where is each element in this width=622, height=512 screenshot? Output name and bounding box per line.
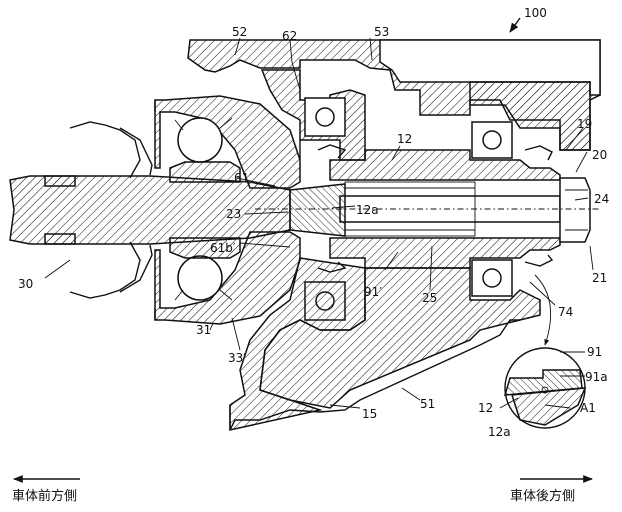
label-31: 31 <box>196 323 211 337</box>
label-33-prime: 33′ <box>228 351 246 365</box>
label-19: 19 <box>577 117 592 131</box>
seal-upper-right <box>524 145 553 161</box>
hub-shaft-12-lower <box>329 237 561 269</box>
label-61b-prime: 61b′ <box>210 241 236 255</box>
boot <box>69 121 153 179</box>
leader-lines <box>44 37 594 409</box>
knuckle-lower-body <box>259 267 541 409</box>
ball-lower <box>174 255 233 301</box>
bearing-lower-right <box>471 259 513 297</box>
label-20: 20 <box>592 148 607 162</box>
label-25: 25 <box>422 291 437 305</box>
label-12-detail: 12 <box>478 401 493 415</box>
label-30: 30 <box>18 277 33 291</box>
stub-shaft-23 <box>289 183 346 237</box>
bearing-upper-right <box>471 121 513 159</box>
label-51: 51 <box>420 397 435 411</box>
housing-block-right <box>469 81 591 151</box>
label-12a: 12a <box>356 203 379 217</box>
boot-clamp-upper <box>44 175 76 187</box>
label-53: 53 <box>374 25 389 39</box>
drive-shaft-30 <box>9 175 291 245</box>
boot-clamp-lower <box>44 233 76 245</box>
label-12: 12 <box>397 132 412 146</box>
label-23: 23 <box>226 207 241 221</box>
hub-shaft-12-upper <box>329 149 561 181</box>
label-21: 21 <box>592 271 607 285</box>
label-91: 91 <box>587 345 602 359</box>
label-91-prime: 91′ <box>364 285 382 299</box>
ball-upper <box>174 117 233 163</box>
outer-joint-cup-31-lower <box>154 231 301 325</box>
label-62: 62 <box>282 29 297 43</box>
label-100: 100 <box>524 6 547 20</box>
front-caption: 車体前方側 <box>12 488 77 504</box>
bearing-upper-left <box>304 97 346 137</box>
detail-leader-arc <box>534 274 552 346</box>
label-15: 15 <box>362 407 377 421</box>
label-52: 52 <box>232 25 247 39</box>
label-61-prime: 61′ <box>234 171 252 185</box>
label-91a: 91a <box>585 370 608 384</box>
rear-caption: 車体後方側 <box>510 488 575 504</box>
label-A1: A1 <box>580 401 596 415</box>
knuckle-outline-51 <box>229 319 520 431</box>
seal-lower-right <box>524 254 554 267</box>
label-74: 74 <box>558 305 573 319</box>
label-24: 24 <box>594 192 609 206</box>
bolt-head-20 <box>559 177 591 243</box>
seal-upper-left <box>299 140 347 160</box>
label-12a-detail: 12a <box>488 425 511 439</box>
detail-circle-view <box>503 347 587 429</box>
ref-100-arrow <box>509 17 521 33</box>
